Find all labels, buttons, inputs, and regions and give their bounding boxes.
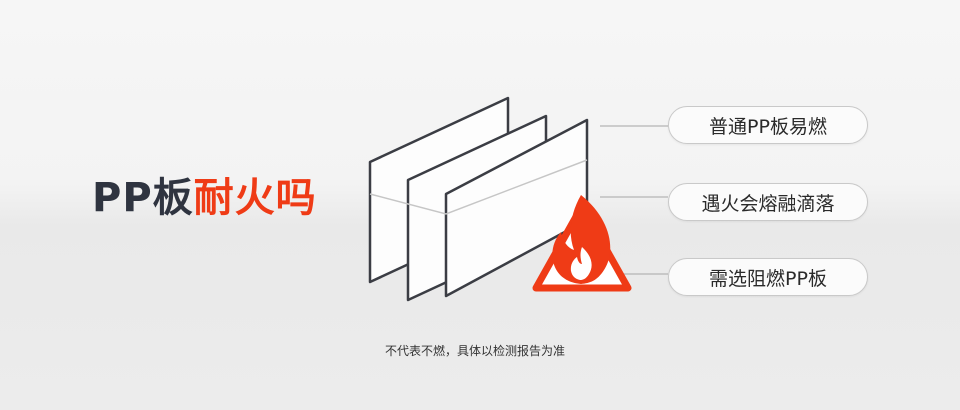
label-pill-melting: 遇火会熔融滴落 bbox=[668, 183, 868, 221]
title-prefix: PP板 bbox=[92, 175, 194, 221]
fire-warning-icon bbox=[532, 195, 632, 292]
title-highlight: 耐火吗 bbox=[193, 175, 317, 221]
page-title: PP板耐火吗 bbox=[92, 178, 317, 218]
disclaimer-note: 不代表不燃，具体以检测报告为准 bbox=[385, 344, 566, 358]
panel-cut-line bbox=[369, 159, 588, 215]
label-pill-flammable: 普通PP板易燃 bbox=[668, 106, 868, 144]
label-pill-fire-retardant: 需选阻燃PP板 bbox=[668, 258, 868, 296]
